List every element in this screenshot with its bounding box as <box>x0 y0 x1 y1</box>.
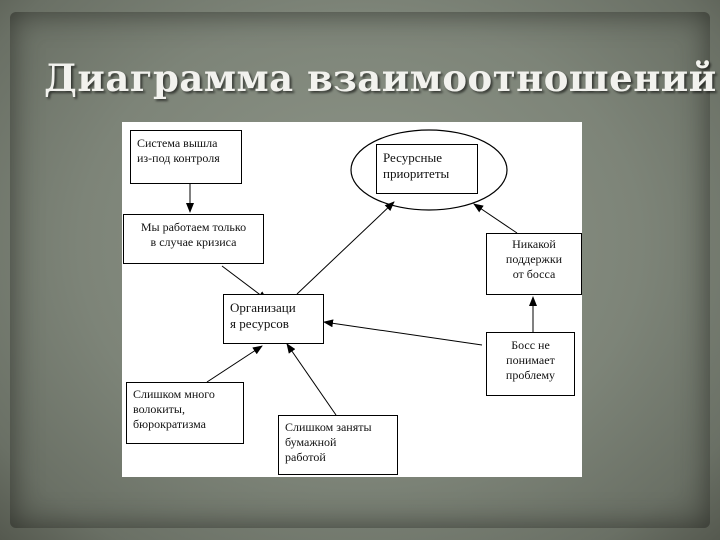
node-paperwork: Слишком заняты бумажной работой <box>278 415 398 475</box>
node-priorities-label: Ресурсные приоритеты <box>383 150 450 182</box>
slide-title: Диаграмма взаимоотношений <box>44 56 717 100</box>
arrow-organization-to-priorities <box>296 201 395 295</box>
priorities-ellipse <box>350 129 508 211</box>
node-organization-label: Организаци я ресурсов <box>230 300 296 332</box>
node-crisis-label: Мы работаем только в случае кризиса <box>140 220 247 249</box>
node-organization: Организаци я ресурсов <box>223 294 324 344</box>
node-crisis: Мы работаем только в случае кризиса <box>123 214 264 264</box>
node-control: Система вышла из-под контроля <box>130 130 242 184</box>
node-control-label: Система вышла из-под контроля <box>137 136 220 165</box>
arrow-redtape-to-organization <box>206 345 263 383</box>
diagram-panel: Система вышла из-под контроля Мы работае… <box>122 122 582 477</box>
node-boss-label: Босс не понимает проблему <box>505 338 556 382</box>
arrow-boss-to-organization <box>323 319 483 346</box>
node-red-tape-label: Слишком много волокиты, бюрократизма <box>133 387 215 431</box>
node-boss: Босс не понимает проблему <box>486 332 575 396</box>
node-no-support: Никакой поддержки от босса <box>486 233 582 295</box>
node-red-tape: Слишком много волокиты, бюрократизма <box>126 382 244 444</box>
node-paperwork-label: Слишком заняты бумажной работой <box>285 420 372 464</box>
node-priorities: Ресурсные приоритеты <box>376 144 478 194</box>
arrow-nosupport-to-priorities <box>473 203 518 234</box>
node-no-support-label: Никакой поддержки от босса <box>505 237 563 281</box>
arrow-paperwork-to-organization <box>286 343 337 416</box>
connector-layer <box>186 129 537 416</box>
